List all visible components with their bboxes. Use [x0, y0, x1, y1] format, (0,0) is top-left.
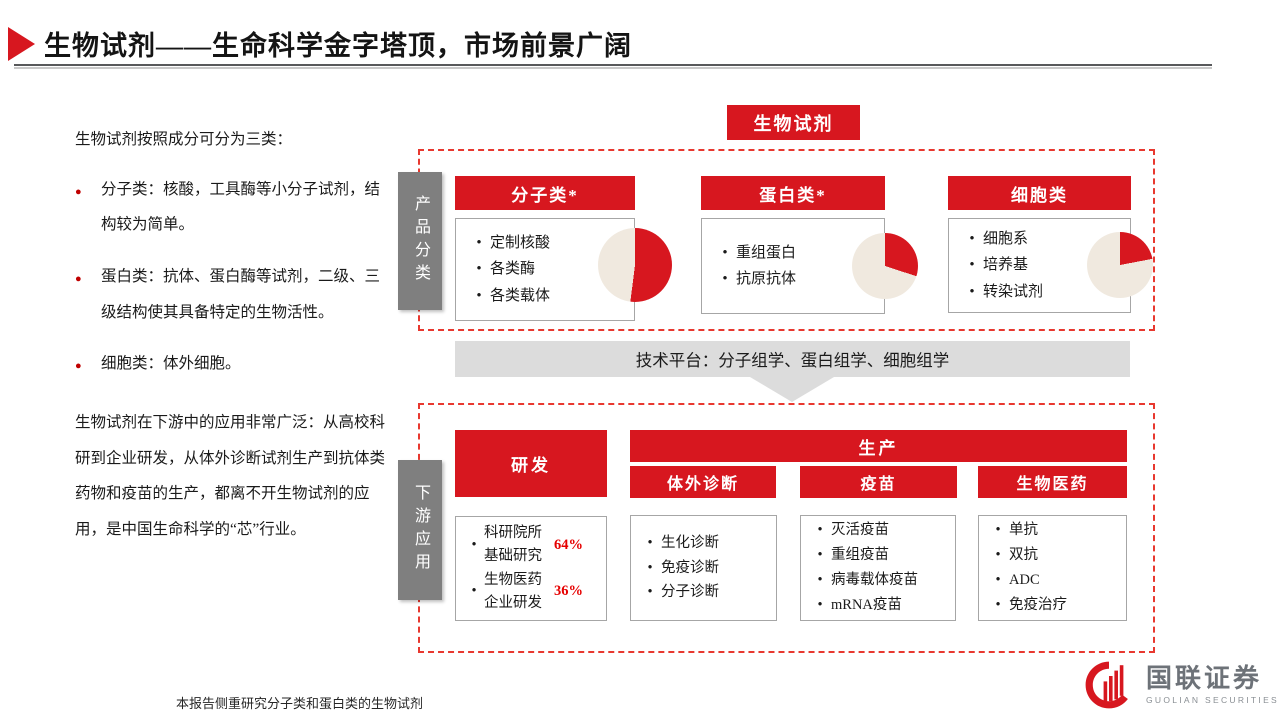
company-logo: 国联证券 GUOLIAN SECURITIES	[1082, 658, 1279, 712]
list-item: •免疫诊断	[639, 556, 776, 581]
list-item: •分子诊断	[639, 580, 776, 605]
bullet-icon: •	[817, 522, 823, 539]
title-divider	[14, 64, 1212, 66]
bullet-icon: •	[647, 534, 653, 551]
downstream-application-label: 下游应用	[398, 460, 442, 600]
vaccine-box: •灭活疫苗 •重组疫苗 •病毒载体疫苗 •mRNA疫苗	[800, 515, 956, 621]
list-item: •重组疫苗	[809, 543, 955, 568]
bullet-icon: •	[969, 231, 975, 248]
bullet-icon: •	[471, 583, 477, 600]
list-item: •ADC	[987, 568, 1126, 593]
guolian-logo-icon	[1085, 661, 1128, 709]
list-item: •定制核酸	[468, 230, 634, 256]
subheader-ivd: 体外诊断	[630, 466, 776, 498]
list-item: •细胞系	[961, 226, 1130, 252]
list-item: •转染试剂	[961, 279, 1130, 305]
list-item: •灭活疫苗	[809, 518, 955, 543]
bullet-icon: •	[995, 596, 1001, 613]
bullet-icon: •	[647, 584, 653, 601]
pie-chart-cell	[1087, 232, 1153, 298]
list-item: •mRNA疫苗	[809, 593, 955, 618]
bullet-icon: •	[995, 522, 1001, 539]
tech-platform-banner: 技术平台：分子组学、蛋白组学、细胞组学	[455, 341, 1130, 377]
bullet-icon: •	[476, 287, 482, 304]
left-bullet-text: 蛋白类：抗体、蛋白酶等试剂，二级、三级结构使其具备特定的生物活性。	[101, 267, 381, 321]
bullet-icon: •	[995, 547, 1001, 564]
subheader-vaccine: 疫苗	[800, 466, 957, 498]
left-bullet-protein: ● 蛋白类：抗体、蛋白酶等试剂，二级、三级结构使其具备特定的生物活性。	[75, 259, 390, 330]
rd-percentage: 36%	[554, 583, 583, 600]
bullet-icon: •	[722, 271, 728, 287]
bullet-icon: •	[471, 536, 477, 553]
rd-item: • 生物医药企业研发 36%	[464, 569, 606, 615]
bullet-icon: •	[817, 572, 823, 588]
column-box-protein: •重组蛋白 •抗原抗体	[701, 218, 885, 314]
down-arrow-icon	[750, 377, 834, 402]
bullet-icon: •	[647, 559, 653, 576]
bullet-icon: •	[817, 596, 823, 613]
left-paragraph: 生物试剂在下游中的应用非常广泛：从高校科研到企业研发，从体外诊断试剂生产到抗体类…	[75, 414, 386, 538]
title-triangle-icon	[8, 27, 35, 61]
list-item: •重组蛋白	[714, 240, 884, 266]
logo-subtitle: GUOLIAN SECURITIES	[1145, 694, 1279, 705]
root-node-bio-reagents: 生物试剂	[727, 105, 860, 140]
biopharma-box: •单抗 •双抗 •ADC •免疫治疗	[978, 515, 1127, 621]
ivd-box: •生化诊断 •免疫诊断 •分子诊断	[630, 515, 777, 621]
bullet-icon: •	[969, 257, 975, 274]
bullet-icon: •	[817, 547, 823, 564]
column-header-cell: 细胞类	[948, 176, 1131, 210]
list-item: •各类载体	[468, 283, 634, 309]
list-item: •生化诊断	[639, 531, 776, 556]
left-bullet-cell: ● 细胞类：体外细胞。	[75, 346, 390, 387]
left-bullet-text: 分子类：核酸，工具酶等小分子试剂，结构较为简单。	[101, 180, 381, 234]
pie-chart-molecular	[598, 228, 672, 302]
rd-item: • 科研院所基础研究 64%	[464, 522, 606, 568]
red-dot-bullet-icon: ●	[75, 185, 82, 198]
red-dot-bullet-icon: ●	[75, 360, 82, 373]
red-dot-bullet-icon: ●	[75, 272, 82, 285]
list-item: •培养基	[961, 252, 1130, 278]
column-box-cell: •细胞系 •培养基 •转染试剂	[948, 218, 1131, 313]
left-bullet-molecular: ● 分子类：核酸，工具酶等小分子试剂，结构较为简单。	[75, 172, 390, 243]
column-header-molecular: 分子类*	[455, 176, 635, 210]
subheader-biopharma: 生物医药	[978, 466, 1127, 498]
list-item: •免疫治疗	[987, 593, 1126, 618]
footnote: 本报告侧重研究分子类和蛋白类的生物试剂	[176, 696, 424, 711]
pie-chart-protein	[852, 233, 918, 299]
list-item: •单抗	[987, 518, 1126, 543]
bullet-icon: •	[476, 261, 482, 278]
rd-percentage: 64%	[554, 536, 583, 553]
left-text-panel: 生物试剂按照成分可分为三类： ● 分子类：核酸，工具酶等小分子试剂，结构较为简单…	[75, 122, 390, 563]
bullet-icon: •	[969, 283, 975, 300]
rd-header: 研发	[455, 430, 607, 497]
rd-box: • 科研院所基础研究 64% • 生物医药企业研发 36%	[455, 516, 607, 621]
list-item: •双抗	[987, 543, 1126, 568]
logo-name: 国联证券	[1145, 664, 1262, 694]
bullet-icon: •	[476, 235, 482, 252]
list-item: •病毒载体疫苗	[809, 568, 955, 593]
page-title: 生物试剂——生命科学金字塔顶，市场前景广阔	[44, 31, 632, 61]
left-bullet-text: 细胞类：体外细胞。	[101, 355, 241, 373]
list-item: •抗原抗体	[714, 266, 884, 292]
product-classification-label: 产品分类	[398, 172, 442, 310]
list-item: •各类酶	[468, 256, 634, 282]
left-intro: 生物试剂按照成分可分为三类：	[75, 131, 293, 148]
column-header-protein: 蛋白类*	[701, 176, 885, 210]
bullet-icon: •	[995, 572, 1001, 588]
production-header: 生产	[630, 430, 1127, 462]
bullet-icon: •	[722, 244, 728, 261]
